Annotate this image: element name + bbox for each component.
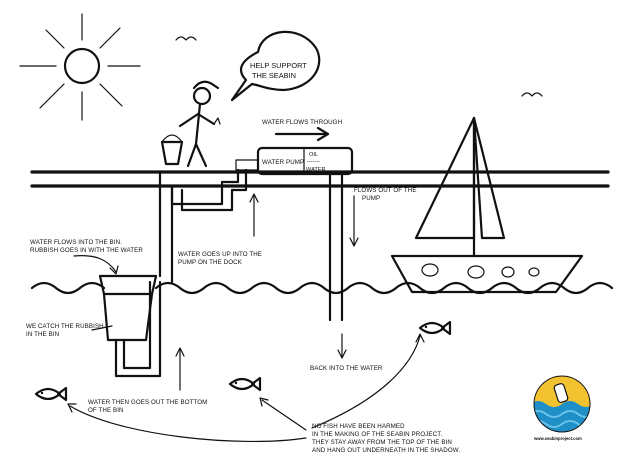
fish-icon — [418, 320, 452, 336]
label-fish-3: THEY STAY AWAY FROM THE TOP OF THE BIN — [312, 439, 452, 446]
arrow-into-bin — [73, 255, 119, 275]
label-fish-2: IN THE MAKING OF THE SEABIN PROJECT. — [312, 431, 442, 438]
bird-icon — [521, 92, 543, 97]
sailboat-icon — [390, 116, 584, 294]
arrow-bottom-bin — [175, 347, 185, 391]
speech-bubble: HELP SUPPORT THE SEABIN — [230, 30, 321, 102]
pump-water-label: WATER — [306, 167, 326, 173]
label-goes-up-2: PUMP ON THE DOCK — [178, 259, 243, 266]
label-fish-4: AND HANG OUT UNDERNEATH IN THE SHADOW. — [312, 447, 460, 454]
outlet-pipe — [328, 172, 344, 322]
arrow-up-pump — [249, 193, 259, 237]
label-into-bin-1: WATER FLOWS INTO THE BIN. — [30, 239, 122, 246]
label-into-bin-2: RUBBISH GOES IN WITH THE WATER — [30, 247, 143, 254]
arrow-catch-rubbish — [91, 325, 113, 331]
water-pump: WATER PUMP OIL ------- WATER — [235, 146, 354, 176]
arrow-to-fish-mid — [259, 397, 307, 431]
label-water-flows-through: WATER FLOWS THROUGH — [262, 119, 342, 126]
pump-oil-label: OIL — [309, 152, 318, 158]
label-flows-out-1: FLOWS OUT OF THE — [354, 187, 417, 194]
arrow-flows-out — [349, 195, 359, 247]
intake-pipe — [114, 168, 248, 378]
label-goes-up-1: WATER GOES UP INTO THE — [178, 251, 262, 258]
water-waves — [30, 281, 614, 295]
bubble-line-2: THE SEABIN — [252, 71, 296, 80]
label-catch-2: IN THE BIN — [26, 331, 59, 338]
bubble-line-1: HELP SUPPORT — [250, 61, 307, 70]
arrow-to-fish-left — [67, 403, 307, 443]
logo-url: www.seabinproject.com — [533, 436, 582, 441]
sun-icon — [19, 13, 141, 121]
fish-icon — [228, 376, 262, 392]
stick-figure-icon — [178, 80, 221, 168]
seabin-logo-icon: www.seabinproject.com — [533, 375, 591, 441]
seabin — [98, 274, 158, 342]
pump-separator: ------- — [307, 159, 320, 165]
label-bottom-2: OF THE BIN — [88, 407, 124, 414]
label-fish-1: NO FISH HAVE BEEN HARMED — [312, 423, 405, 430]
arrow-to-fish-right — [311, 333, 425, 429]
arrow-back-water — [337, 333, 347, 359]
bird-icon — [175, 36, 197, 41]
flow-through-arrow — [274, 126, 330, 142]
bucket-icon — [160, 134, 184, 166]
pump-label: WATER PUMP — [262, 159, 304, 166]
label-catch-1: WE CATCH THE RUBBISH — [26, 323, 104, 330]
dock — [30, 170, 610, 188]
label-flows-out-2: PUMP — [362, 195, 380, 202]
label-bottom-1: WATER THEN GOES OUT THE BOTTOM — [88, 399, 207, 406]
fish-icon — [34, 386, 68, 402]
label-back-into-water: BACK INTO THE WATER — [310, 365, 383, 372]
